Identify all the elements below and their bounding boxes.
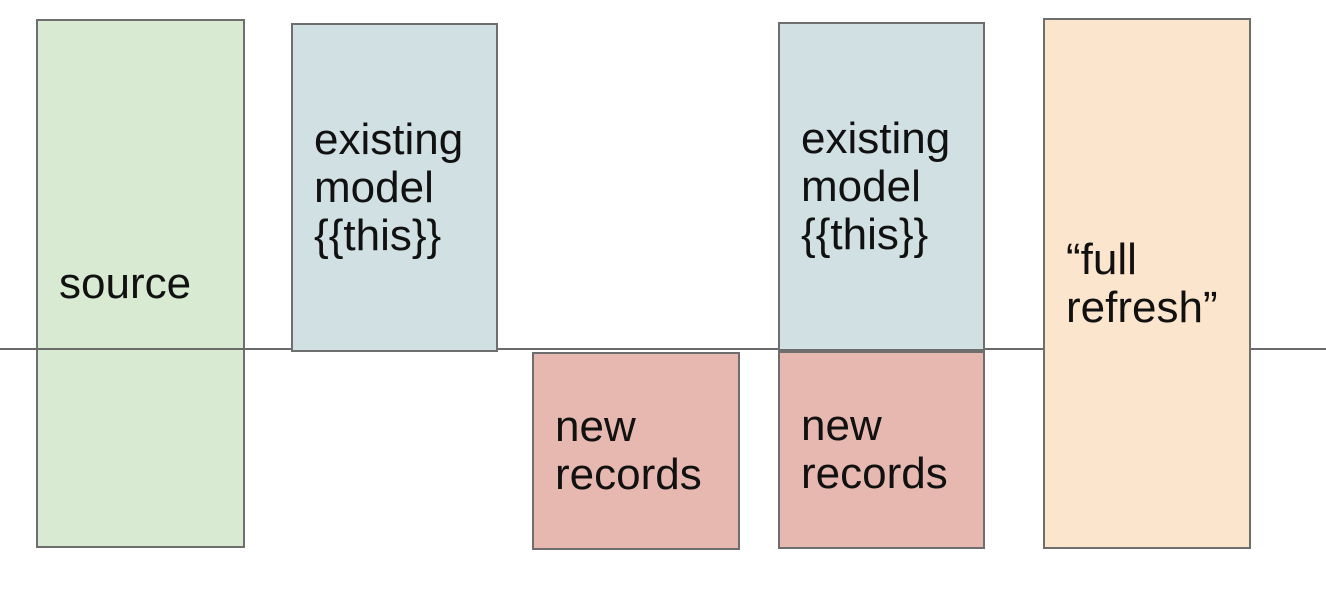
new-records-box-left: new records (532, 352, 740, 550)
timeline-line (0, 348, 1326, 350)
new-records-label-right: new records (801, 401, 948, 498)
source-label: source (59, 258, 192, 308)
new-records-label-left: new records (555, 402, 702, 499)
existing-model-box-left: existing model {{this}} (291, 23, 498, 352)
existing-model-label-left: existing model {{this}} (314, 114, 464, 260)
existing-model-label-right: existing model {{this}} (801, 113, 951, 259)
source-box: source (36, 19, 245, 548)
full-refresh-label: “full refresh” (1066, 234, 1218, 332)
new-records-box-right: new records (778, 351, 985, 549)
full-refresh-box: “full refresh” (1043, 18, 1251, 549)
existing-model-box-right: existing model {{this}} (778, 22, 985, 351)
